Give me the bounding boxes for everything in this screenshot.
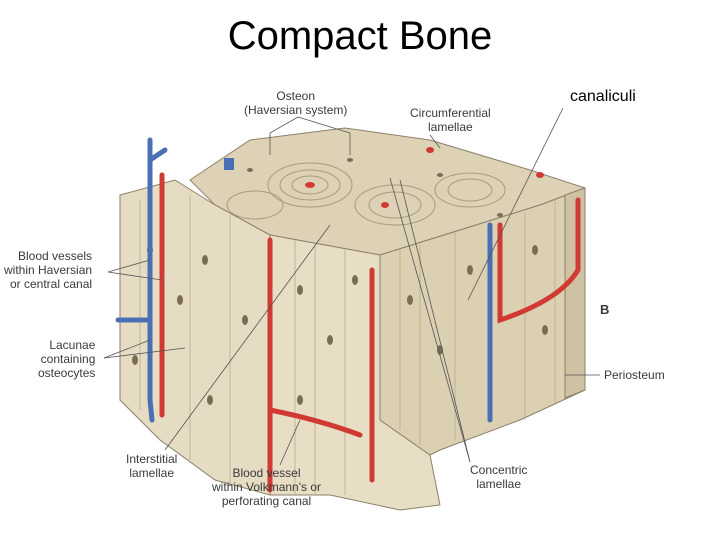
vein-top-stub (224, 158, 234, 170)
label-interstitial-line2: lamellae (129, 466, 175, 480)
lamellae-lines (139, 195, 556, 495)
canaliculi-annotation: canaliculi (570, 88, 636, 105)
label-osteon: Osteon (Haversian system) (244, 89, 347, 117)
label-volkmann: Blood vessel within Volkmann's or perfor… (212, 466, 321, 508)
label-bvh-line1: Blood vessels (18, 249, 93, 263)
periosteum-layer (564, 187, 586, 399)
veins (115, 137, 493, 423)
label-concentric-line1: Concentric (470, 463, 528, 477)
label-volkmann-line2: within Volkmann's or (212, 480, 322, 494)
label-circumferential-line2: lamellae (428, 120, 473, 134)
label-lacunae: Lacunae containing osteocytes (38, 338, 95, 380)
osteon-rings (226, 162, 506, 226)
label-osteon-line1: Osteon (276, 89, 316, 103)
leader-lines (103, 107, 600, 466)
label-volkmann-line1: Blood vessel (232, 466, 301, 480)
label-interstitial-line1: Interstitial (126, 452, 178, 466)
label-interstitial: Interstitial lamellae (126, 452, 177, 480)
label-concentric: Concentric lamellae (470, 463, 527, 491)
haversian-canal-openings (305, 147, 544, 208)
page-title: Compact Bone (227, 14, 493, 58)
label-concentric-line2: lamellae (476, 477, 522, 491)
label-blood-vessels-haversian: Blood vessels within Haversian or centra… (4, 249, 92, 291)
label-periosteum: Periosteum (604, 368, 665, 382)
label-osteon-line2: (Haversian system) (244, 103, 348, 117)
arteries (159, 172, 581, 493)
label-bvh-line3: or central canal (10, 277, 93, 291)
label-bvh-line2: within Haversian (4, 263, 93, 277)
label-periosteum-line1: Periosteum (604, 368, 665, 382)
label-volkmann-line3: perforating canal (221, 494, 312, 508)
figure-letter: B (600, 302, 610, 317)
label-lacunae-line2: containing (40, 352, 96, 366)
label-lacunae-line3: osteocytes (38, 366, 96, 380)
lacunae (132, 158, 548, 405)
label-circumferential-line1: Circumferential (410, 106, 491, 120)
label-lacunae-line1: Lacunae (49, 338, 96, 352)
label-circumferential: Circumferential lamellae (410, 106, 491, 134)
bone-right-face (379, 187, 586, 456)
